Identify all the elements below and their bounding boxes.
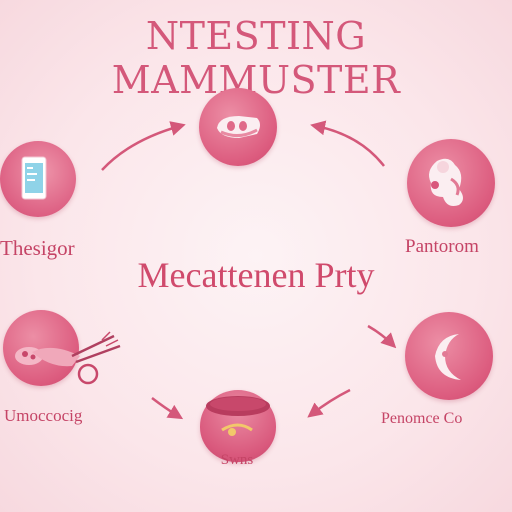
arrow-br-to-bottom <box>307 388 351 418</box>
cup-icon <box>206 396 270 436</box>
node-right-label: Pantorom <box>405 236 479 257</box>
node-bottom-left-label: Umoccocig <box>4 406 83 425</box>
phone-icon <box>21 156 47 200</box>
diagram-title: NTESTING MAMMUSTER <box>111 14 401 102</box>
node-left <box>0 141 76 217</box>
arrow-bl-to-bottom <box>151 397 184 420</box>
moon-icon <box>435 334 461 380</box>
node-bottom <box>200 390 276 462</box>
node-bottom-right-label: Penomce Co <box>381 410 463 427</box>
fetus-icon <box>429 158 463 206</box>
pad-icon <box>217 116 260 138</box>
center-title: Mecattenen Prty <box>137 255 375 295</box>
arrow-left-to-top <box>101 121 186 171</box>
node-top <box>199 88 277 166</box>
node-bottom-left <box>3 310 79 386</box>
scissors-icon <box>32 331 121 385</box>
node-bottom-label: Swns <box>220 452 254 468</box>
node-right <box>407 139 495 227</box>
node-left-label: Thesigor <box>0 236 75 260</box>
arrow-br-to-right <box>367 324 397 349</box>
arrow-right-to-top <box>310 120 385 167</box>
node-bottom-right <box>405 312 493 400</box>
